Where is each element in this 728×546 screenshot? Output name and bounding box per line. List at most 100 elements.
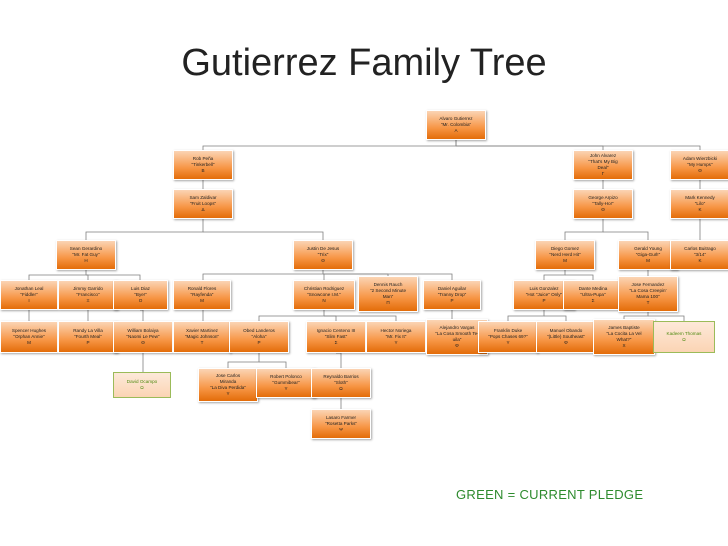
member-label: Rob Peña "Tinkerbell" B	[191, 155, 215, 174]
connector-line	[85, 219, 204, 240]
member-node: James Baptiste "La Cocita La Vel What?" …	[593, 319, 655, 355]
member-node: Ignacio Centeno III "Slim Fast" Σ	[306, 321, 366, 353]
member-label: Diego Gomez "Nerd Herd Hit" M	[549, 245, 581, 264]
member-label: James Baptiste "La Cocita La Vel What?" …	[606, 324, 642, 349]
member-label: John Alvarez "That's My Big Deal" Γ	[588, 152, 618, 177]
member-node: Sam Zaldivar "Fruit Loops" Δ	[173, 189, 233, 219]
member-label: Jimmy Garrido "Francisco" Ξ	[73, 285, 103, 304]
member-label: Reynaldo Barrios "Sloth" Ω	[323, 373, 359, 392]
connector-line	[543, 270, 566, 280]
connector-line	[564, 219, 604, 240]
pledge-node: Kadeem Thomas Ω	[653, 321, 715, 353]
member-node: Rob Peña "Tinkerbell" B	[173, 150, 233, 180]
member-node: Sean Gerardino "Mr. Fat Guy" H	[56, 240, 116, 270]
pledge-node: David Ocampo Ω	[113, 372, 171, 398]
connector-line	[258, 310, 325, 321]
member-node: Manuel Obando "(Little) Southeast" Φ	[536, 321, 596, 353]
connector-line	[227, 353, 260, 368]
member-label: Randy La Villa "Fourth Meal" P	[73, 327, 103, 346]
connector-line	[565, 274, 594, 280]
member-label: Luis Diaz "Bye!" O	[131, 285, 150, 304]
member-label: Sean Gerardino "Mr. Fat Guy" H	[69, 245, 103, 264]
connector-line	[259, 361, 287, 368]
member-label: Obed Landeros "Aloha" P	[243, 327, 275, 346]
member-node: Daniel Aguilar "Tranny Drop" P	[423, 280, 481, 310]
member-label: Lasaro Farmer "Rosetta Parks" Ψ	[324, 414, 358, 433]
connector-line	[203, 231, 324, 240]
member-label: Adam Wierzbicki "My Humps" Θ	[682, 155, 718, 174]
connector-line	[544, 315, 567, 321]
member-label: Alvaro Gutierrez "Mr. Colombia" A	[439, 115, 473, 134]
member-node: Alvaro Gutierrez "Mr. Colombia" A	[426, 110, 486, 140]
connector-line	[603, 231, 649, 240]
member-label: Mark Kennedy "Lilo" K	[685, 194, 715, 213]
connector-line	[28, 270, 87, 280]
member-label: Dante Medina "Ultra-Pupa" Σ	[578, 285, 608, 304]
connector-line	[202, 140, 457, 150]
member-label: Xavier Martinez "Magic Johnson" T	[184, 327, 220, 346]
member-label: Sam Zaldivar "Fruit Loops" Δ	[189, 194, 217, 213]
member-node: Dennis Rauch "2 Second Minute Man" Π	[358, 276, 418, 312]
member-label: David Ocampo Ω	[126, 378, 158, 390]
member-label: Daniel Aguilar "Tranny Drop" P	[437, 285, 467, 304]
member-node: Luis Diaz "Bye!" O	[113, 280, 168, 310]
member-node: Ronald Flores "Rayfenda" M	[173, 280, 231, 310]
connector-line	[507, 310, 545, 321]
member-node: Dante Medina "Ultra-Pupa" Σ	[563, 280, 623, 310]
member-label: Ignacio Centeno III "Slim Fast" Σ	[316, 327, 356, 346]
member-node: Xavier Martinez "Magic Johnson" T	[173, 321, 231, 353]
connector-line	[86, 274, 141, 280]
member-node: Adam Wierzbicki "My Humps" Θ	[670, 150, 728, 180]
member-node: Carlos Buitrago "3/14" K	[670, 240, 728, 270]
connector-line	[623, 312, 649, 319]
member-label: Spencer Hughes "Orphan Annie" M	[11, 327, 47, 346]
connector-line	[648, 315, 685, 321]
member-label: Dennis Rauch "2 Second Minute Man" Π	[369, 281, 407, 306]
member-label: Franklin Duke "Pops Chases 69?" Y	[488, 327, 528, 346]
connector-line	[323, 273, 325, 280]
member-label: Manuel Obando "(Little) Southeast" Φ	[547, 327, 585, 346]
member-node: Franklin Duke "Pops Chases 69?" Y	[478, 321, 538, 353]
connector-line	[456, 145, 701, 150]
connector-line	[455, 140, 604, 150]
member-node: Jimmy Garrido "Francisco" Ξ	[58, 280, 118, 310]
member-label: Justin De Jesus "Trix" Θ	[306, 245, 340, 264]
member-node: Alejandro Vargas "La Cosa Smooth Te- uil…	[426, 319, 488, 355]
member-label: Robert Polonco "Gummibear" Y	[270, 373, 302, 392]
member-node: Gerald Young "Giga-Gurl!" M	[618, 240, 678, 270]
member-label: Ronald Flores "Rayfenda" M	[187, 285, 217, 304]
member-label: Luis Gonzalez "Hot "Juice" Only" P	[525, 285, 563, 304]
member-node: Hector Noriega "Mr. Fix It" Y	[366, 321, 426, 353]
member-label: Jonathan Leal "Fiddler" I	[14, 285, 44, 304]
member-label: Carlos Buitrago "3/14" K	[684, 245, 716, 264]
member-node: Jonathan Leal "Fiddler" I	[0, 280, 58, 310]
member-node: Jose Fernandez "La Cosa Creepin' Mama 10…	[618, 276, 678, 312]
member-label: Kadeem Thomas Ω	[666, 330, 702, 342]
member-label: Hector Noriega "Mr. Fix It" Y	[380, 327, 412, 346]
connector-line	[202, 270, 324, 280]
member-node: George Arpizo "Tally-Ho!" Θ	[573, 189, 633, 219]
connector-line	[86, 274, 89, 280]
member-label: William Bolaiya "Naomi Le Pew" Θ	[126, 327, 160, 346]
member-label: Christian Rodriguez "Snowcone I.M." N	[303, 285, 345, 304]
member-label: Jose Fernandez "La Cosa Creepin' Mama 10…	[629, 281, 667, 306]
connector-line	[324, 315, 397, 321]
member-node: John Alvarez "That's My Big Deal" Γ	[573, 150, 633, 180]
member-node: Robert Polonco "Gummibear" Y	[256, 368, 316, 398]
member-label: Gerald Young "Giga-Gurl!" M	[634, 245, 662, 264]
page-title: Gutierrez Family Tree	[181, 42, 547, 84]
member-node: Jose Carlos Miranda "La Diva Perdida" Y	[198, 368, 258, 402]
member-node: Diego Gomez "Nerd Herd Hit" M	[535, 240, 595, 270]
member-node: Reynaldo Barrios "Sloth" Ω	[311, 368, 371, 398]
connector-line	[336, 352, 342, 368]
legend-text: GREEN = CURRENT PLEDGE	[456, 487, 644, 502]
member-label: Jose Carlos Miranda "La Diva Perdida" Y	[210, 372, 246, 397]
connector-line	[323, 273, 453, 280]
member-node: Lasaro Farmer "Rosetta Parks" Ψ	[311, 409, 371, 439]
member-node: Spencer Hughes "Orphan Annie" M	[0, 321, 58, 353]
member-node: Mark Kennedy "Lilo" K	[670, 189, 728, 219]
member-node: Obed Landeros "Aloha" P	[229, 321, 289, 353]
member-label: Alejandro Vargas "La Cosa Smooth Te- uil…	[435, 324, 479, 349]
member-node: Christian Rodriguez "Snowcone I.M." N	[293, 280, 355, 310]
